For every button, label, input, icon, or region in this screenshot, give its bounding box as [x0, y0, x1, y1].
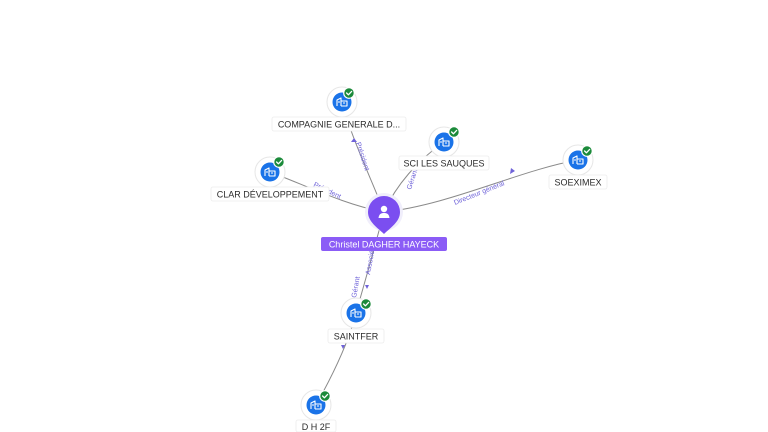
company-node-circle — [306, 395, 326, 415]
company-label-box — [271, 116, 407, 132]
company-node-compagnie[interactable]: COMPAGNIE GENERALE D... — [271, 86, 407, 132]
company-name-label: SOEXIMEX — [554, 178, 601, 188]
edges-layer — [269, 101, 579, 406]
edge-label-gerant-sci: Gérant — [406, 168, 419, 191]
company-node-circle — [434, 132, 454, 152]
person-node[interactable]: Christel DAGHER HAYECK — [321, 193, 447, 251]
company-label-box — [210, 186, 330, 202]
edge-center-soeximex[interactable] — [383, 159, 579, 213]
edge-label-gerant-dh2f: Gérant — [351, 276, 362, 298]
edge-arrow-soeximex — [510, 168, 515, 174]
person-name-label: Christel DAGHER HAYECK — [329, 240, 439, 250]
edge-label-directeur-soeximex: Directeur général — [453, 180, 506, 207]
verified-check-icon — [343, 87, 355, 99]
company-node-circle — [568, 150, 588, 170]
edge-arrow-dh2f — [341, 345, 345, 349]
building-icon — [438, 137, 450, 147]
edge-label-president-compagnie: Président — [354, 141, 370, 171]
company-node-d-h-2f[interactable]: D H 2F — [295, 389, 337, 432]
verified-check-icon — [448, 126, 460, 138]
verified-check-icon — [360, 298, 372, 310]
edge-label-associe-saintfer: Associé — [365, 250, 376, 275]
company-name-label: CLAR DÉVELOPPEMENT — [217, 190, 324, 200]
company-name-label: D H 2F — [302, 422, 331, 432]
company-node-clar-developpement[interactable]: CLAR DÉVELOPPEMENT — [210, 156, 330, 202]
company-label-box — [398, 155, 490, 171]
company-name-label: SAINTFER — [334, 332, 379, 342]
company-label-box — [548, 174, 608, 190]
building-icon — [350, 308, 362, 318]
building-icon — [264, 167, 276, 177]
company-label-box — [295, 419, 337, 432]
company-node-saintfer[interactable]: SAINTFER — [327, 297, 385, 344]
company-name-label: SCI LES SAUQUES — [403, 159, 484, 169]
company-name-label: COMPAGNIE GENERALE D... — [278, 120, 400, 130]
verified-check-icon — [273, 156, 285, 168]
building-icon — [310, 400, 322, 410]
edge-arrow-compagnie — [351, 138, 357, 142]
person-label-box — [321, 237, 447, 251]
company-node-sci-les-sauques[interactable]: SCI LES SAUQUES — [398, 126, 490, 171]
edge-arrow-saintfer — [365, 285, 369, 289]
company-node-circle — [346, 303, 366, 323]
person-icon — [378, 205, 390, 218]
company-node-circle — [260, 162, 280, 182]
verified-check-icon — [581, 145, 593, 157]
building-icon — [336, 97, 348, 107]
company-node-soeximex[interactable]: SOEXIMEX — [548, 144, 608, 190]
verified-check-icon — [319, 390, 331, 402]
building-icon — [572, 155, 584, 165]
company-label-box — [327, 328, 385, 344]
